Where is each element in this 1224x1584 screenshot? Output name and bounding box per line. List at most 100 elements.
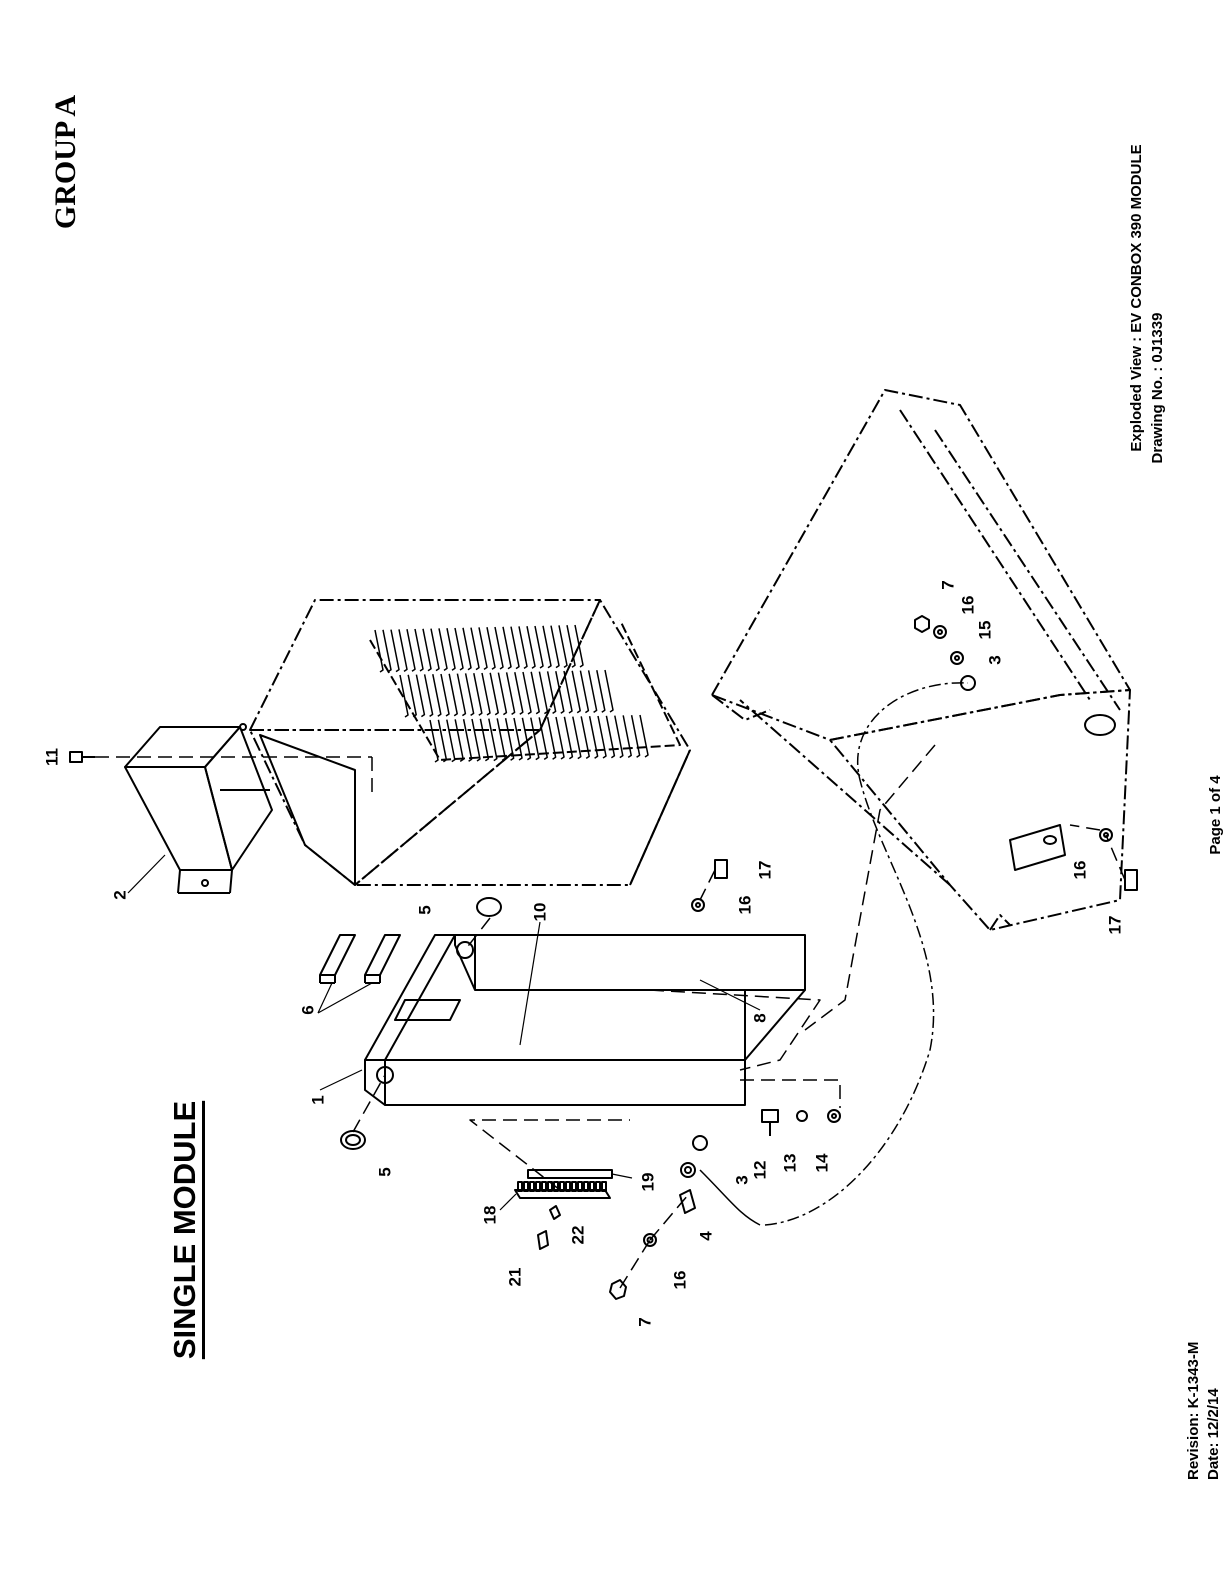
louver-slat [399, 629, 407, 671]
louver-slat [597, 670, 605, 712]
callout-4: 4 [697, 1231, 716, 1241]
callout-7: 7 [636, 1317, 655, 1326]
louver-slat [455, 628, 463, 670]
louver-slat [615, 716, 623, 758]
callout-16: 16 [1071, 861, 1090, 880]
callout-17: 17 [1106, 916, 1125, 935]
louver-slat [623, 715, 631, 757]
page-number: Page 1 of 4 [1206, 765, 1224, 865]
louver-slat [433, 674, 441, 716]
callout-16: 16 [671, 1271, 690, 1290]
louver-slat [632, 715, 640, 757]
louver-slat [400, 675, 408, 717]
louver-slat [527, 626, 535, 668]
louver-slat [463, 628, 471, 670]
callout-21: 21 [506, 1268, 525, 1287]
callout-13: 13 [781, 1154, 800, 1173]
louver-slat [511, 627, 519, 669]
callout-18: 18 [481, 1206, 500, 1225]
callout-8: 8 [751, 1013, 770, 1022]
callout-17: 17 [756, 861, 775, 880]
louver-slat [575, 625, 583, 667]
louver-slat [535, 626, 543, 668]
louver-slat [559, 625, 567, 667]
louver-slat [503, 627, 511, 669]
louver-slat [539, 672, 547, 714]
callout-1: 1 [309, 1095, 328, 1104]
louver-slat [416, 675, 424, 717]
louver-grilles [375, 625, 648, 762]
louver-slat [515, 672, 523, 714]
louver-slat [472, 719, 480, 761]
louver-slat [471, 628, 479, 670]
drawing-number: Drawing No. : 0J1339 [1148, 308, 1168, 468]
part-1-u-frame [365, 935, 805, 1105]
louver-slat [497, 718, 505, 760]
louver-slat [590, 716, 598, 758]
louver-slat [572, 671, 580, 713]
louver-slat [415, 629, 423, 671]
revision-date: Date: 12/2/14 [1204, 1360, 1224, 1480]
louver-slat [489, 719, 497, 761]
louver-slat [498, 673, 506, 715]
louver-slat [589, 670, 597, 712]
callout-6: 6 [299, 1005, 318, 1014]
louver-slat [439, 628, 447, 670]
louver-slat [447, 720, 455, 762]
louver-slat [606, 716, 614, 758]
louver-slat [482, 673, 490, 715]
revision-number: Revision: K-1343-M [1184, 1340, 1204, 1480]
louver-slat [408, 675, 416, 717]
louver-slat [551, 626, 559, 668]
part-18-terminal-strip [515, 1170, 612, 1198]
callout-11: 11 [43, 748, 62, 766]
exploded-leader-lines [95, 745, 1125, 1288]
callout-15: 15 [976, 621, 995, 640]
louver-slat [490, 673, 498, 715]
louver-slat [425, 674, 433, 716]
ground-cable-loop [765, 683, 968, 1225]
louver-slat [480, 719, 488, 761]
louver-slat [543, 626, 551, 668]
louver-slat [407, 629, 415, 671]
louver-slat [564, 671, 572, 713]
louver-slat [514, 718, 522, 760]
louver-slat [447, 628, 455, 670]
callout-3: 3 [733, 1175, 752, 1184]
louver-slat [438, 720, 446, 762]
hardware [70, 616, 1137, 1299]
louver-slat [457, 674, 465, 716]
callout-5: 5 [416, 905, 435, 914]
group-label: GROUP A [49, 92, 83, 232]
part-2-cover-bracket [125, 724, 272, 893]
main-enclosure [250, 600, 690, 885]
louver-slat [375, 630, 383, 672]
callout-10: 10 [531, 903, 550, 922]
callout-5: 5 [376, 1167, 395, 1176]
base-frame [712, 390, 1130, 930]
callout-12: 12 [751, 1161, 770, 1180]
louver-slat [455, 719, 463, 761]
callout-leaders [128, 855, 760, 1210]
section-title: SINGLE MODULE [165, 1045, 205, 1415]
louver-slat [464, 719, 472, 761]
louver-slat [391, 630, 399, 672]
louver-slat [487, 627, 495, 669]
louver-slat [430, 720, 438, 762]
callout-7: 7 [939, 580, 958, 589]
exploded-view-title: Exploded View : EV CONBOX 390 MODULE [1127, 128, 1147, 468]
part-6-bars [320, 935, 400, 983]
callout-16: 16 [736, 896, 755, 915]
callout-2: 2 [111, 890, 130, 899]
louver-slat [441, 674, 449, 716]
louver-slat [523, 672, 531, 714]
louver-slat [495, 627, 503, 669]
louver-slat [519, 626, 527, 668]
louver-slat [598, 716, 606, 758]
louver-slat [431, 629, 439, 671]
louver-slat [580, 671, 588, 713]
louver-slat [423, 629, 431, 671]
louver-slat [605, 670, 613, 712]
louver-slat [531, 672, 539, 714]
